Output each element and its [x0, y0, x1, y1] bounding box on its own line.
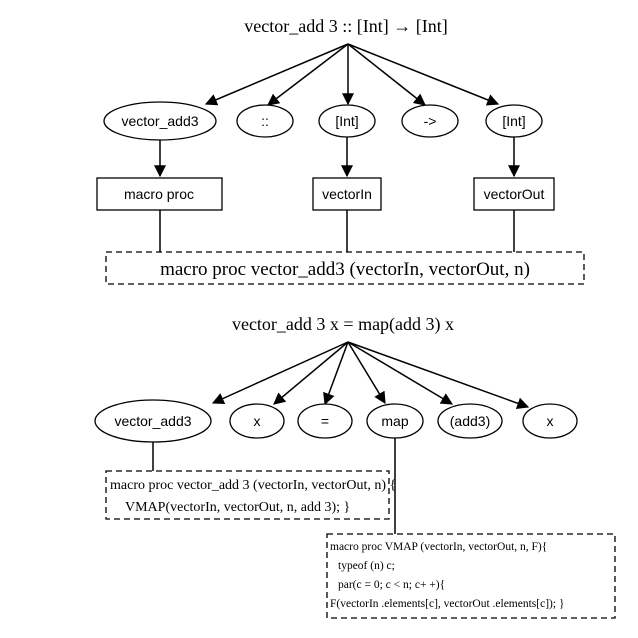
edge-top-5 [347, 43, 500, 106]
bot-node-equals [297, 403, 353, 439]
edge-bot-3 [323, 341, 349, 406]
top-node-colons-label: :: [261, 113, 269, 129]
bot-node-map-label: map [381, 413, 408, 429]
bot-node-x2 [522, 403, 578, 439]
edge-bot-4 [347, 341, 386, 405]
bottom-title: vector_add 3 x = map(add 3) x [232, 314, 454, 335]
bot-node-x1 [229, 403, 285, 439]
code-box-1-line-1: macro proc vector_add 3 (vectorIn, vecto… [110, 478, 396, 493]
edge-top-2 [267, 43, 349, 106]
top-node-arrow-label: -> [424, 113, 437, 129]
edge-bot-6 [347, 341, 530, 409]
top-box-macro-proc-label: macro proc [124, 186, 194, 202]
top-node-vector-add3-label: vector_add3 [121, 113, 198, 129]
top-node-arrow [401, 104, 459, 138]
bot-node-x2-label: x [547, 413, 554, 429]
top-box-vectorin [312, 177, 382, 211]
top-result-box [105, 251, 585, 285]
bot-node-add3 [437, 403, 503, 439]
bot-node-x1-label: x [254, 413, 261, 429]
code-box-2-line-4: F(vectorIn .elements[c], vectorOut .elem… [330, 598, 564, 610]
top-node-colons [236, 104, 294, 138]
edge-bot-5 [347, 341, 454, 405]
code-box-vector-add3 [105, 470, 390, 520]
code-box-2-line-2: typeof (n) c; [338, 560, 395, 572]
top-node-int-out-label: [Int] [502, 113, 525, 129]
edge-bot-2 [273, 341, 349, 405]
top-box-vectorin-label: vectorIn [322, 186, 372, 202]
top-box-vectorout-label: vectorOut [484, 186, 545, 202]
edge-top-1 [204, 43, 349, 106]
code-box-2-line-1: macro proc VMAP (vectorIn, vectorOut, n,… [330, 541, 547, 553]
top-result-text: macro proc vector_add3 (vectorIn, vector… [160, 259, 530, 280]
bot-node-equals-label: = [321, 413, 329, 429]
bot-node-add3-label: (add3) [450, 413, 490, 429]
edge-bot-1 [211, 341, 349, 405]
top-box-vectorout [473, 177, 555, 211]
top-title: vector_add 3 :: [Int] → [Int] [244, 16, 447, 36]
code-box-1-line-2: VMAP(vectorIn, vectorOut, n, add 3); } [125, 500, 350, 515]
top-node-int-in-label: [Int] [335, 113, 358, 129]
bot-node-vector-add3-label: vector_add3 [114, 413, 191, 429]
edge-top-4 [347, 43, 426, 106]
code-box-vmap [326, 533, 616, 619]
code-box-2-line-3: par(c = 0; c < n; c+ +){ [338, 579, 445, 591]
